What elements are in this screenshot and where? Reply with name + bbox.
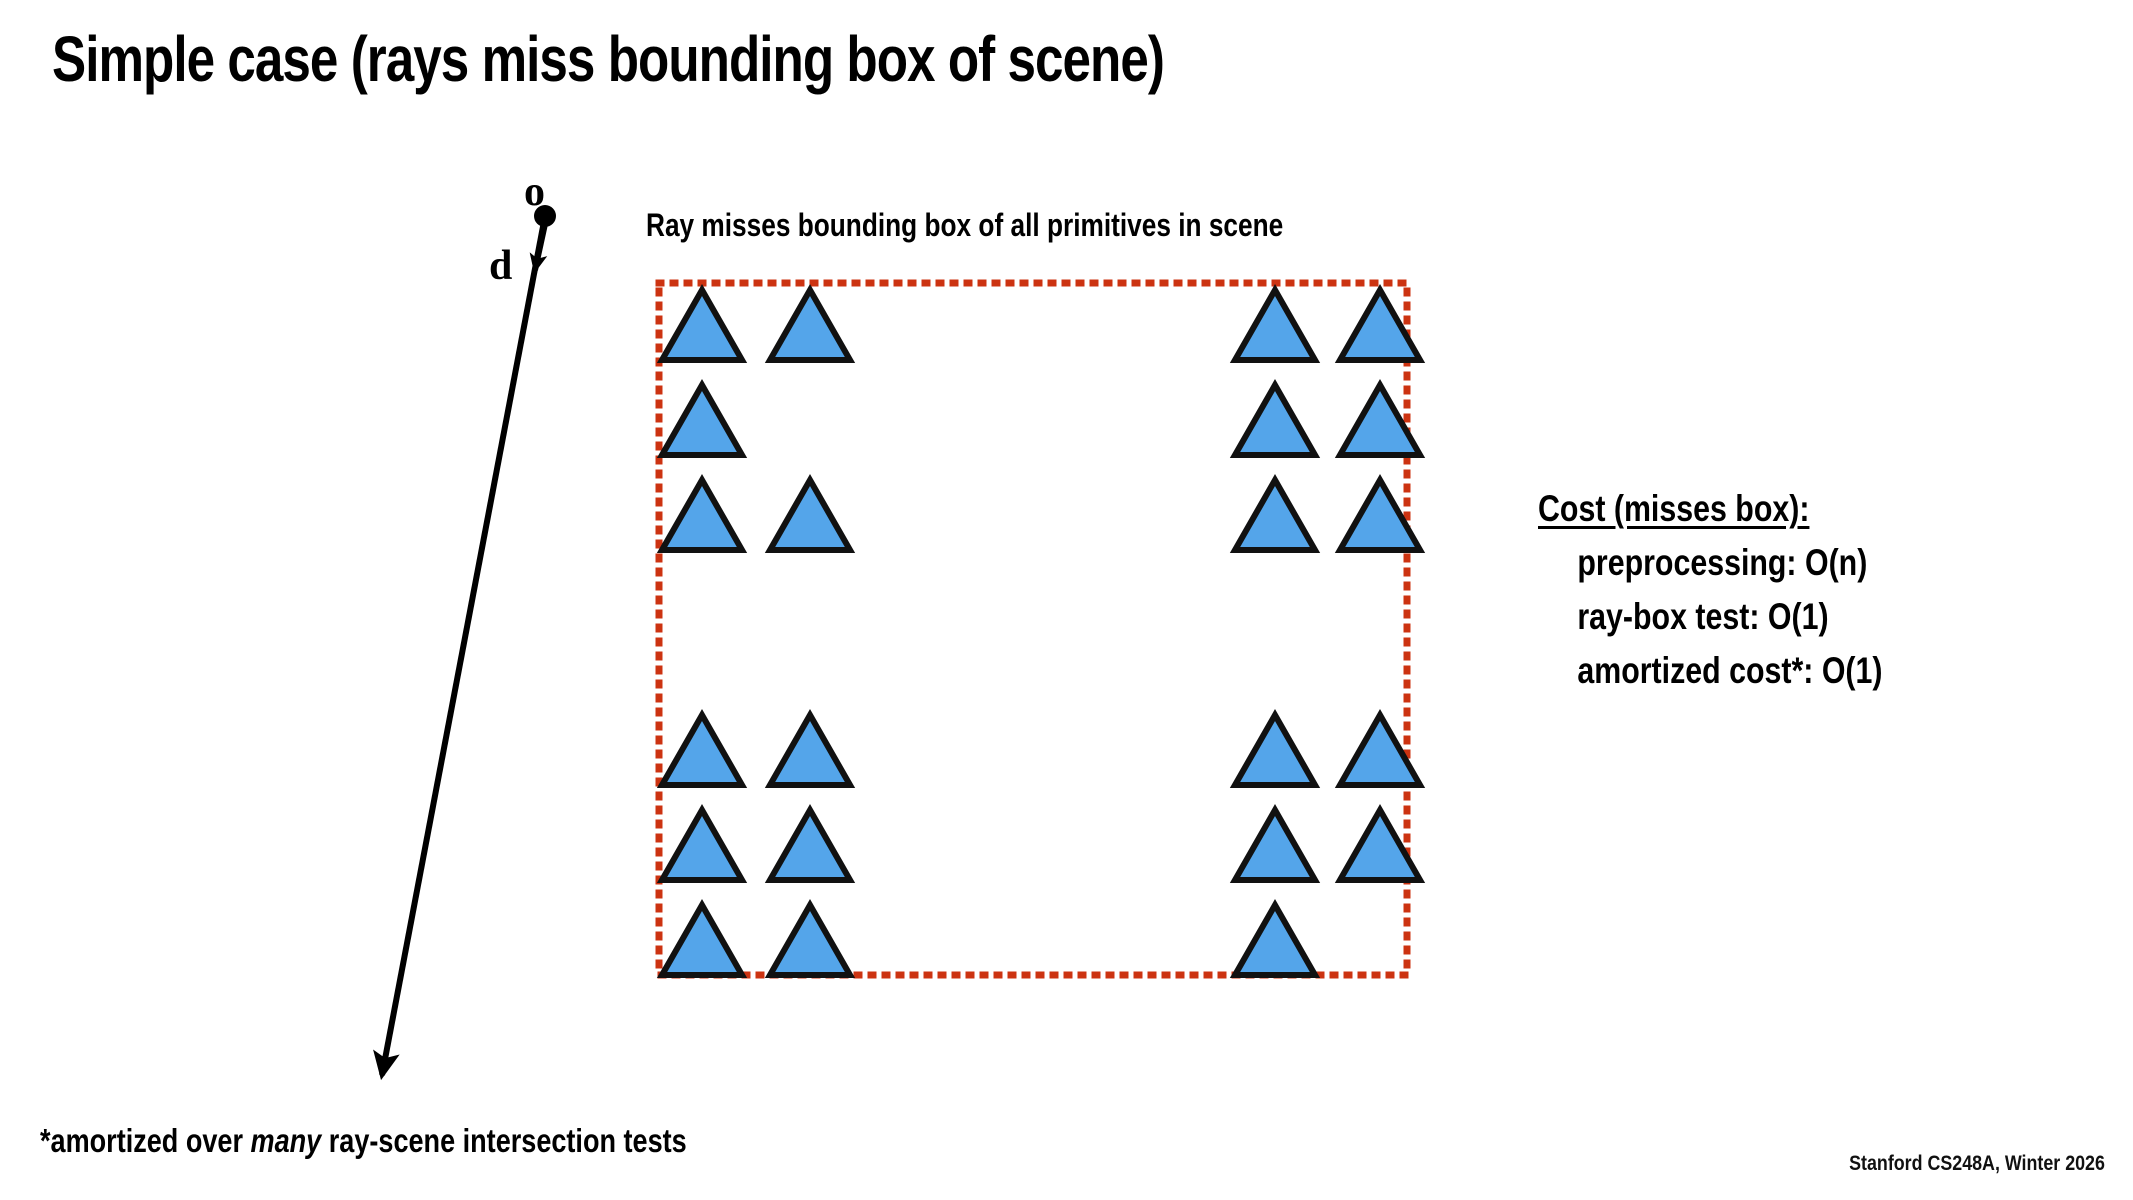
scene-triangle: [764, 283, 856, 363]
scene-triangle: [1229, 803, 1321, 883]
cost-item-amortized-cost: amortized cost*: O(1): [1577, 650, 1883, 691]
scene-triangle: [764, 708, 856, 788]
cost-item-preprocessing: preprocessing: O(n): [1577, 542, 1868, 583]
scene-triangle: [764, 473, 856, 553]
scene-triangle: [1334, 283, 1426, 363]
footnote: *amortized over many ray-scene intersect…: [40, 1122, 687, 1160]
scene-triangle: [656, 283, 748, 363]
footnote-suffix: ray-scene intersection tests: [321, 1122, 687, 1159]
scene-triangle: [764, 898, 856, 978]
cost-block: Cost (misses box): preprocessing: O(n) r…: [1538, 482, 1883, 698]
cost-heading: Cost (misses box):: [1538, 488, 1810, 529]
scene-triangle: [1334, 803, 1426, 883]
cost-item-ray-box-test: ray-box test: O(1): [1577, 596, 1829, 637]
scene-triangle: [1229, 378, 1321, 458]
ray-origin-label: o: [524, 169, 545, 215]
scene-triangle: [656, 803, 748, 883]
footnote-prefix: *amortized over: [40, 1122, 251, 1159]
scene-triangle: [1229, 708, 1321, 788]
ray-direction-arrow: [529, 223, 548, 274]
scene-triangle: [656, 898, 748, 978]
ray-direction-label: d: [489, 243, 513, 289]
scene-primitives-group: [656, 283, 1426, 978]
ray-line: [373, 215, 548, 1081]
scene-triangle: [764, 803, 856, 883]
scene-triangle: [1334, 708, 1426, 788]
scene-triangle: [1229, 283, 1321, 363]
scene-triangle: [656, 378, 748, 458]
footnote-emphasis: many: [250, 1122, 322, 1159]
scene-triangle: [656, 708, 748, 788]
scene-triangle: [656, 473, 748, 553]
diagram-caption: Ray misses bounding box of all primitive…: [646, 207, 1284, 243]
scene-triangle: [1334, 473, 1426, 553]
scene-triangle: [1229, 473, 1321, 553]
scene-bounding-box: [655, 279, 1411, 979]
slide-footer: Stanford CS248A, Winter 2026: [1849, 1152, 2105, 1175]
ray-origin-dot: [534, 205, 556, 227]
slide-title: Simple case (rays miss bounding box of s…: [52, 23, 1165, 95]
scene-triangle: [1229, 898, 1321, 978]
scene-triangle: [1334, 378, 1426, 458]
